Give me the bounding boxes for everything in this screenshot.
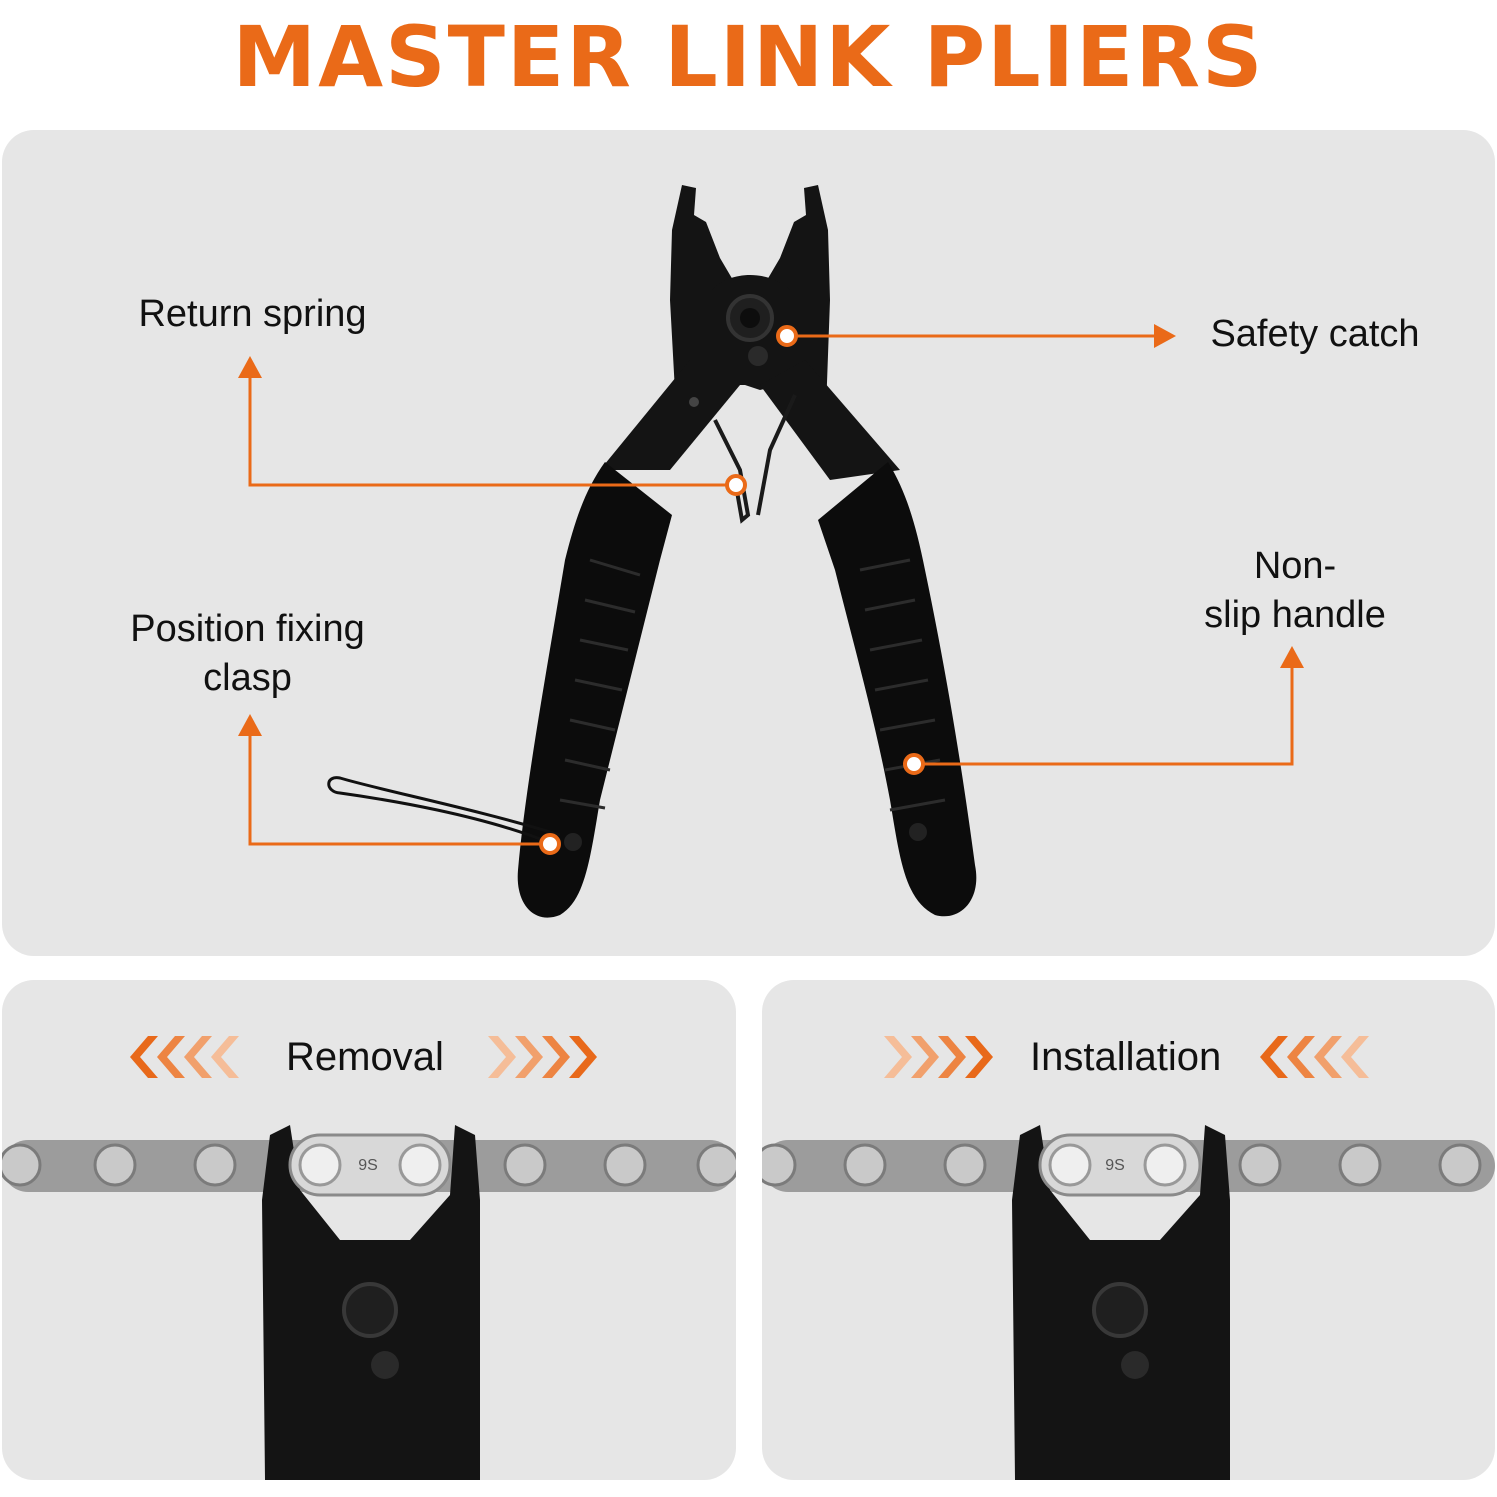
label-safety-catch: Safety catch: [1210, 313, 1420, 355]
marker-spring: [725, 474, 747, 496]
chevron-left-icon: [1260, 1036, 1369, 1078]
arrow-clasp: [238, 714, 262, 736]
pliers-arm-left: [600, 360, 740, 470]
installation-pivot: [1092, 1282, 1148, 1338]
arrow-spring: [238, 356, 262, 378]
removal-chain: [2, 1125, 736, 1480]
handle-left: [517, 462, 672, 918]
installation-link-marking: 9S: [1105, 1157, 1125, 1174]
arrow-handle: [1280, 646, 1304, 668]
label-position-line1: Position fixing: [130, 608, 365, 650]
callout-line-clasp: [248, 730, 550, 846]
label-non-slip-line1: Non-: [1253, 545, 1337, 587]
marker-safety: [776, 325, 798, 347]
page-title: MASTER LINK PLIERS: [232, 8, 1265, 106]
chevron-left-icon: [130, 1036, 239, 1078]
label-non-slip-line2: slip handle: [1204, 594, 1386, 636]
label-position-line2: clasp: [203, 657, 292, 699]
label-position-fixing-clasp: Position fixing clasp: [100, 605, 395, 703]
removal-link-marking: 9S: [358, 1157, 378, 1174]
chevron-right-icon: [884, 1036, 993, 1078]
callout-line-handle: [914, 662, 1294, 766]
arrow-safety: [1154, 324, 1176, 348]
label-return-spring: Return spring: [138, 293, 367, 335]
handle-right: [818, 462, 977, 917]
label-non-slip-handle: Non- slip handle: [1170, 542, 1420, 640]
marker-clasp: [539, 833, 561, 855]
pliers-arm-right: [760, 360, 900, 480]
marker-handle: [903, 753, 925, 775]
return-spring: [713, 394, 797, 524]
installation-label: Installation: [1030, 1035, 1222, 1079]
removal-label: Removal: [286, 1035, 444, 1079]
installation-chain: [762, 1125, 1495, 1480]
chevron-right-icon: [488, 1036, 597, 1078]
callout-line-spring: [248, 372, 736, 487]
position-fixing-clasp: [327, 776, 561, 844]
removal-pivot: [342, 1282, 398, 1338]
